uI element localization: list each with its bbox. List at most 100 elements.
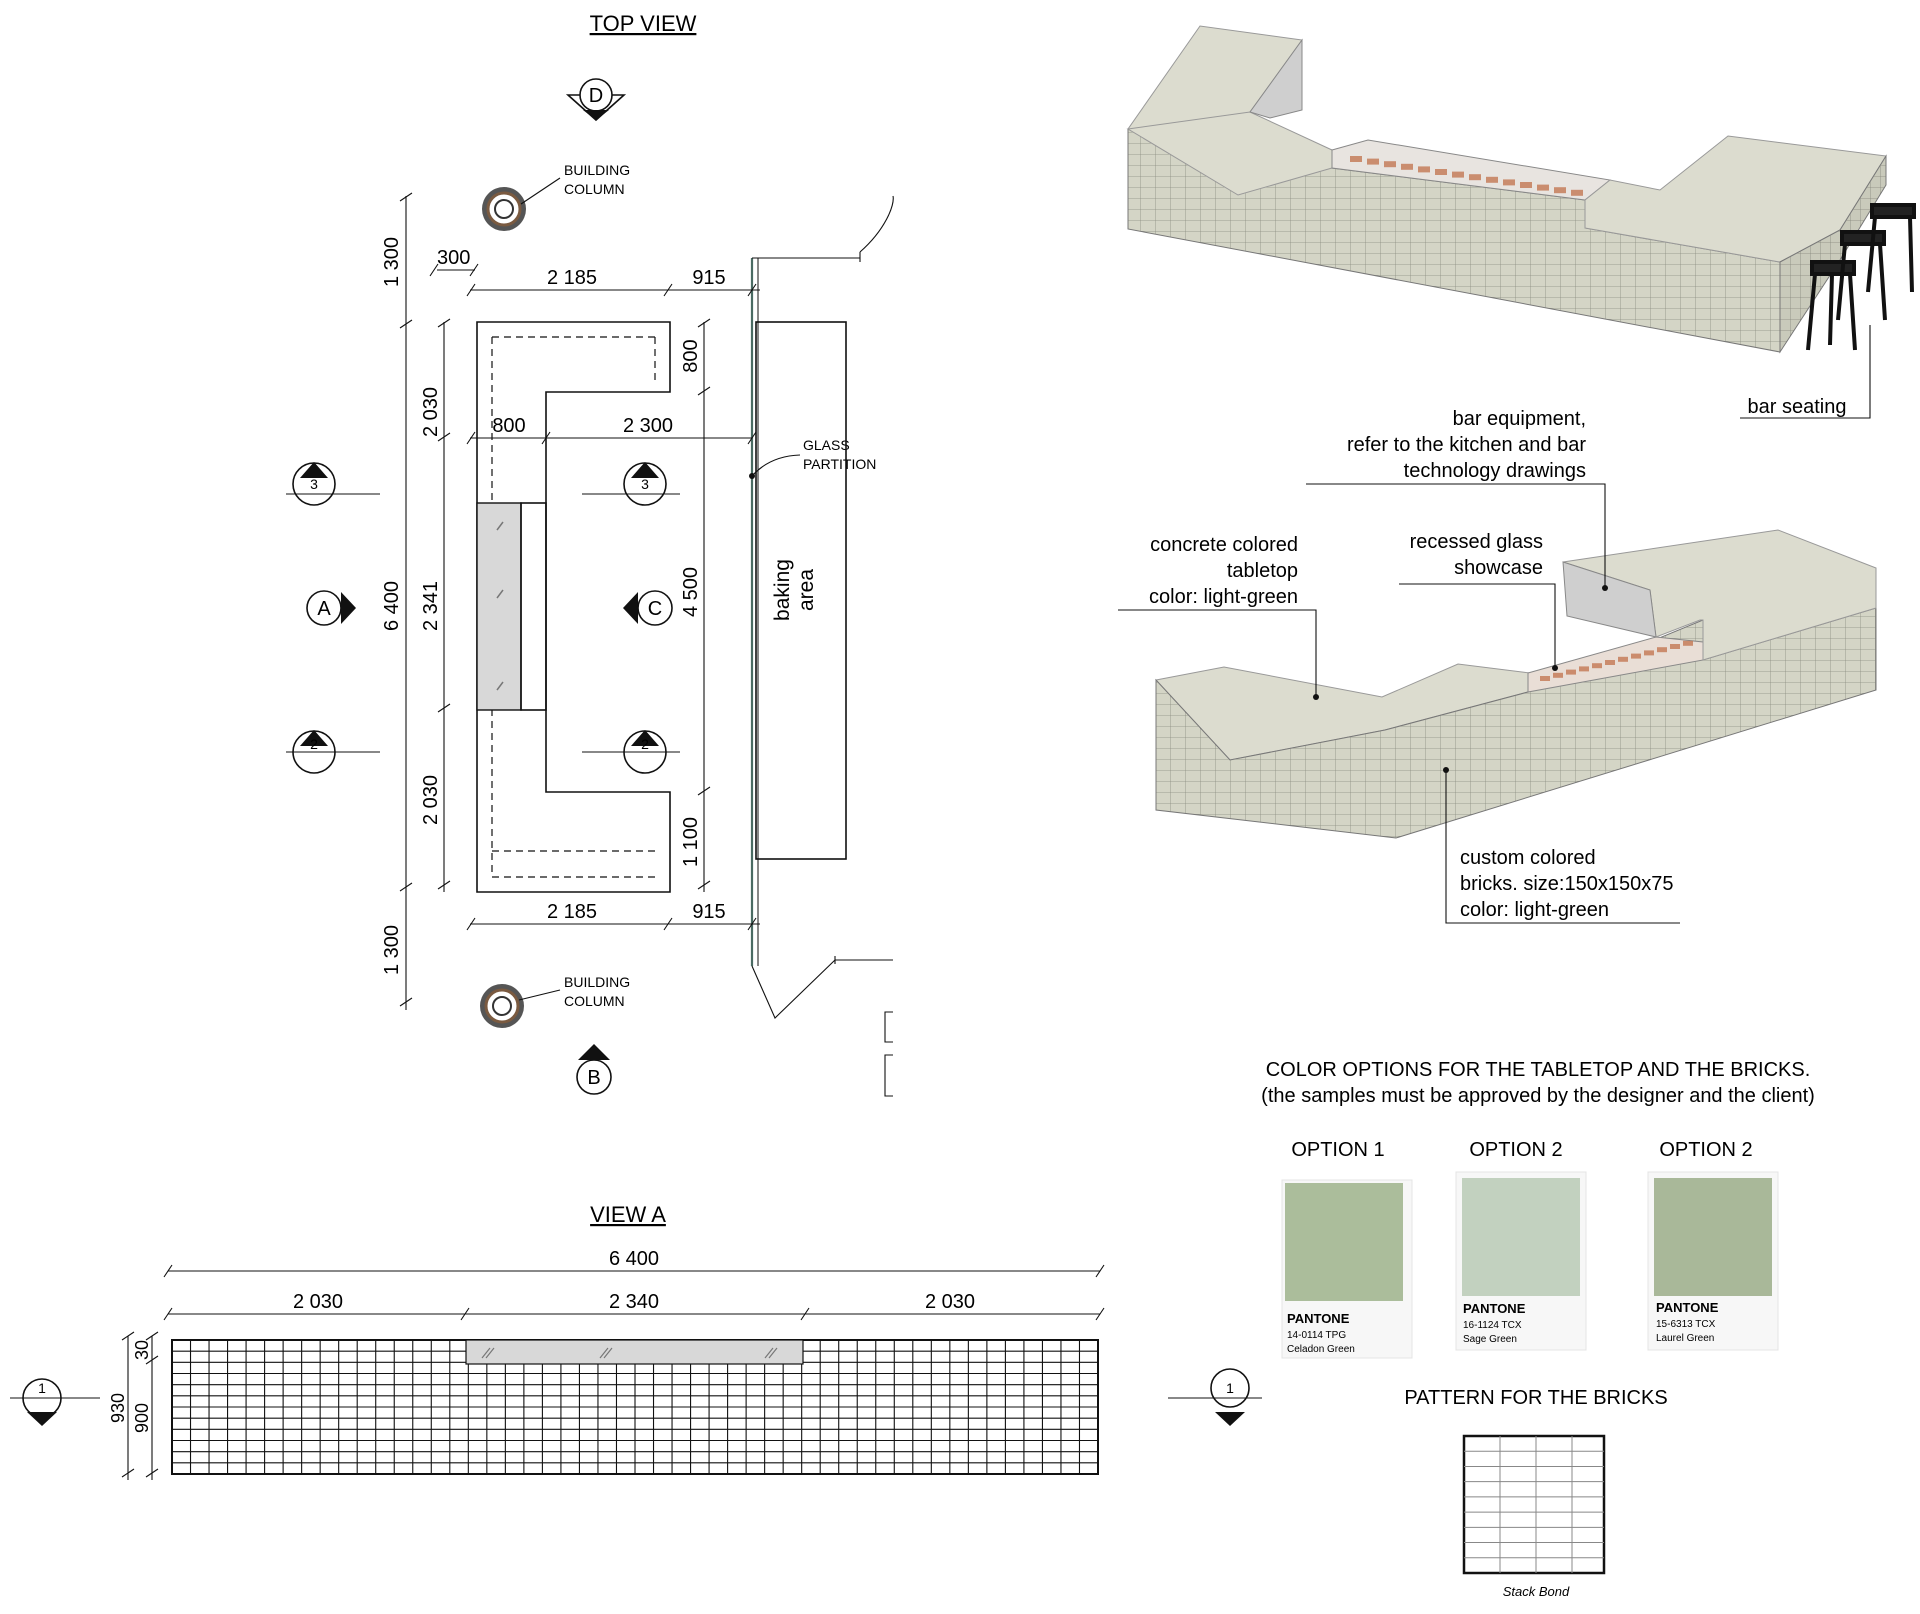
dim-800: 800: [492, 415, 525, 437]
bar-equipment-label-3: technology drawings: [1404, 460, 1586, 482]
dim-4500: 4 500: [680, 567, 702, 617]
view-a-dim-2340: 2 340: [609, 1291, 659, 1313]
glass-partition-label-2: PARTITION: [803, 456, 876, 472]
column-label-top-1: BUILDING: [564, 162, 630, 178]
marker-2-right-label: 2: [641, 736, 649, 752]
showcase-item: [1350, 156, 1362, 162]
dim-6400: 6 400: [381, 581, 403, 631]
option-2-label: OPTION 2: [1469, 1139, 1562, 1161]
bar-render-top: [1126, 25, 1916, 419]
showcase-item: [1418, 166, 1430, 173]
showcase-item: [1605, 660, 1615, 665]
pantone-name-1: Celadon Green: [1287, 1344, 1355, 1355]
pantone-code-3: 15-6313 TCX: [1656, 1319, 1716, 1330]
marker-a-label: A: [317, 598, 331, 620]
glass-partition: [749, 195, 894, 1097]
glass-showcase-label-2: showcase: [1454, 557, 1543, 579]
section-marker-1-left: [10, 1378, 100, 1426]
view-a-elevation: [171, 1339, 1099, 1475]
swatch-celadon-green: [1285, 1183, 1403, 1301]
concrete-label-2: tabletop: [1227, 560, 1298, 582]
pantone-brand-2: PANTONE: [1463, 1301, 1526, 1316]
showcase-item: [1401, 163, 1413, 170]
building-column-bottom: [480, 984, 561, 1028]
swatch-card-3: OPTION 2 PANTONE 15-6313 TCX Laurel Gree…: [1647, 1139, 1779, 1351]
pantone-brand-1: PANTONE: [1287, 1311, 1350, 1326]
section-marker-b: [576, 1044, 612, 1095]
showcase-item: [1566, 669, 1576, 675]
dim-2300: 2 300: [623, 415, 673, 437]
pantone-name-2: Sage Green: [1463, 1334, 1517, 1345]
showcase-item: [1537, 184, 1549, 191]
baking-area-label-1: baking: [771, 559, 794, 621]
showcase-item: [1503, 179, 1515, 186]
dim-800-right: 800: [680, 339, 702, 372]
glass-partition-label-1: GLASS: [803, 437, 850, 453]
marker-c-label: C: [648, 598, 662, 620]
section-marker-a: [306, 590, 356, 626]
showcase-item: [1683, 640, 1693, 646]
showcase-item: [1592, 663, 1602, 669]
section-marker-2-left: [286, 730, 380, 774]
option-3-label: OPTION 2: [1659, 1139, 1752, 1161]
showcase-item: [1571, 189, 1583, 196]
concrete-label-1: concrete colored: [1150, 534, 1298, 556]
pattern-heading: PATTERN FOR THE BRICKS: [1404, 1387, 1667, 1409]
counter-plan: [476, 321, 671, 893]
marker-b-label: B: [587, 1067, 600, 1089]
baking-area-label-2: area: [795, 569, 818, 611]
bricks-label-1: custom colored: [1460, 847, 1596, 869]
section-marker-2-right: [582, 730, 680, 774]
view-a-dim-2030-right: 2 030: [925, 1291, 975, 1313]
bar-render-bottom: [1118, 483, 1877, 924]
marker-1-right-label: 1: [1226, 1380, 1234, 1396]
column-label-bottom-2: COLUMN: [564, 993, 625, 1009]
concrete-label-3: color: light-green: [1149, 586, 1298, 608]
pantone-code-2: 16-1124 TCX: [1463, 1320, 1522, 1331]
section-marker-1-right: [1168, 1368, 1262, 1426]
bar-equipment-label-2: refer to the kitchen and bar: [1347, 434, 1586, 456]
pantone-brand-3: PANTONE: [1656, 1300, 1719, 1315]
pantone-code-1: 14-0114 TPG: [1287, 1330, 1346, 1341]
dim-2030-lower: 2 030: [420, 775, 442, 825]
top-dimension-lines: [399, 192, 760, 1010]
swatch-laurel-green: [1654, 1178, 1772, 1296]
view-a-dim-900: 900: [132, 1403, 152, 1433]
showcase-item: [1435, 169, 1447, 175]
showcase-item: [1520, 182, 1532, 188]
section-marker-c: [623, 590, 673, 626]
section-marker-3-right: [582, 462, 680, 506]
showcase-item: [1452, 171, 1464, 178]
marker-d-label: D: [589, 85, 603, 107]
view-a-title: VIEW A: [590, 1202, 666, 1227]
baking-area: [755, 321, 847, 860]
dim-2185-bottom: 2 185: [547, 901, 597, 923]
showcase-item: [1384, 161, 1396, 168]
dim-300: 300: [437, 247, 470, 269]
showcase-item: [1553, 672, 1563, 678]
dim-915-top: 915: [692, 267, 725, 289]
color-options-subheading: (the samples must be approved by the des…: [1261, 1085, 1815, 1107]
marker-2-left-label: 2: [310, 736, 318, 752]
pantone-name-3: Laurel Green: [1656, 1333, 1714, 1344]
showcase-item: [1631, 653, 1641, 659]
color-options-heading: COLOR OPTIONS FOR THE TABLETOP AND THE B…: [1266, 1059, 1811, 1081]
bar-seating-label: bar seating: [1748, 396, 1847, 418]
bricks-label-3: color: light-green: [1460, 899, 1609, 921]
marker-3-left-label: 3: [310, 476, 318, 492]
view-a-dim-2030-left: 2 030: [293, 1291, 343, 1313]
stack-bond-caption: Stack Bond: [1503, 1584, 1570, 1599]
view-a-marker-1-label: 1: [38, 1380, 46, 1396]
dim-2185-top: 2 185: [547, 267, 597, 289]
dim-1100: 1 100: [680, 817, 702, 867]
glass-showcase-label-1: recessed glass: [1410, 531, 1543, 553]
showcase-item: [1540, 676, 1550, 681]
column-label-top-2: COLUMN: [564, 181, 625, 197]
bricks-label-2: bricks. size:150x150x75: [1460, 873, 1673, 895]
view-a-dim-6400: 6 400: [609, 1248, 659, 1270]
showcase-item: [1579, 666, 1589, 672]
column-label-bottom-1: BUILDING: [564, 974, 630, 990]
marker-3-right-label: 3: [641, 476, 649, 492]
section-marker-d: D: [565, 78, 627, 122]
stack-bond-pattern: [1462, 1434, 1606, 1575]
